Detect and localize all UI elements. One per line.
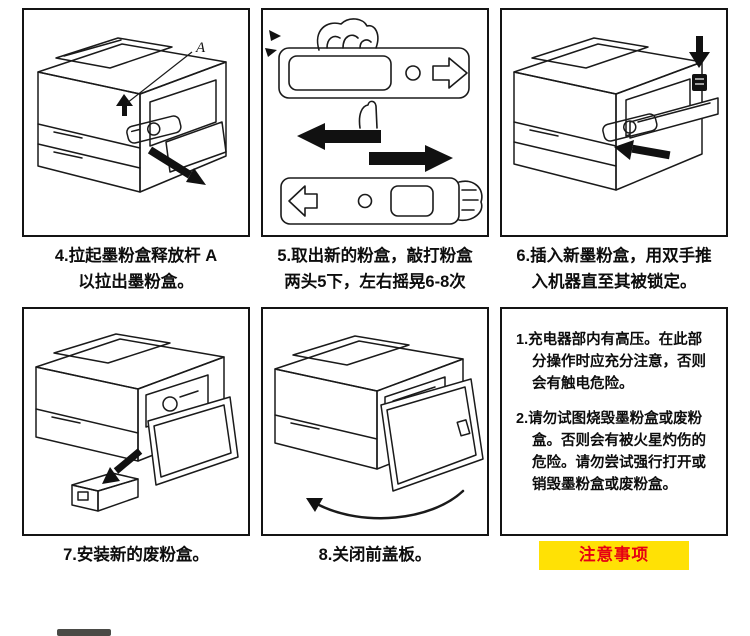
pull-out-arrow-icon — [147, 146, 206, 185]
step-8-caption: 8.关闭前盖板。 — [261, 542, 489, 568]
caption-line: 入机器直至其被锁定。 — [531, 273, 697, 291]
step-8-panel — [261, 307, 489, 536]
hollow-left-arrow-icon — [288, 185, 318, 217]
step-7-caption: 7.安装新的废粉盒。 — [22, 542, 250, 568]
close-swing-arrow-icon — [317, 489, 465, 520]
note-item-1: 1.充电器部内有高压。在此部分操作时应充分注意，否则会有触电危险。 — [516, 332, 706, 392]
step-8-illustration — [274, 335, 484, 520]
label-a: A — [195, 40, 206, 56]
step-4-caption: 4.拉起墨粉盒释放杆 A 以拉出墨粉盒。 — [22, 243, 250, 295]
shake-right-arrow-icon — [369, 145, 453, 172]
step-5-illustration — [265, 18, 483, 225]
cropped-next-image — [57, 629, 111, 636]
front-cover-icon — [380, 378, 484, 492]
caption-line: 两头5下，左右摇晃6-8次 — [284, 273, 466, 291]
gripping-hand-icon — [316, 18, 379, 51]
tap-mark-icon — [269, 30, 281, 41]
caption-line: 8.关闭前盖板。 — [318, 546, 432, 564]
step-4-illustration: A — [37, 37, 227, 193]
down-arrow-icon — [689, 36, 710, 68]
step-6-caption: 6.插入新墨粉盒，用双手推 入机器直至其被锁定。 — [500, 243, 728, 295]
push-in-arrow-icon — [614, 140, 671, 160]
step-6-illustration — [513, 36, 719, 191]
note-item-2: 2.请勿试图烧毁墨粉盒或废粉盒。否则会有被火星灼伤的危险。请勿尝试强行打开或销毁… — [516, 411, 706, 493]
caption-line: 4.拉起墨粉盒释放杆 A — [54, 247, 218, 265]
notice-badge: 注意事项 — [539, 541, 689, 570]
place-box-arrow-icon — [102, 448, 143, 484]
hollow-right-arrow-icon — [432, 57, 468, 89]
caption-line: 7.安装新的废粉盒。 — [63, 546, 209, 564]
notice-badge-wrap: 注意事项 — [500, 541, 728, 570]
latch-part-icon — [692, 74, 707, 91]
step-7-illustration — [35, 333, 239, 512]
step-5-caption: 5.取出新的粉盒，敲打粉盒 两头5下，左右摇晃6-8次 — [261, 243, 489, 295]
caption-line: 5.取出新的粉盒，敲打粉盒 — [277, 247, 473, 265]
caption-line: 以拉出墨粉盒。 — [78, 273, 194, 291]
lift-lever-arrow-icon — [116, 94, 133, 116]
holding-hand-icon — [458, 180, 483, 222]
step-7-panel — [22, 307, 250, 536]
waste-toner-box-icon — [71, 472, 139, 512]
notes-panel: 1.充电器部内有高压。在此部分操作时应充分注意，否则会有触电危险。 2.请勿试图… — [500, 307, 728, 536]
pointing-finger-icon — [358, 100, 378, 129]
caption-line: 6.插入新墨粉盒，用双手推 — [516, 247, 712, 265]
step-4-panel: A — [22, 8, 250, 237]
shake-left-arrow-icon — [297, 123, 381, 150]
step-6-panel — [500, 8, 728, 237]
tap-mark-icon — [265, 48, 277, 57]
step-5-panel — [261, 8, 489, 237]
